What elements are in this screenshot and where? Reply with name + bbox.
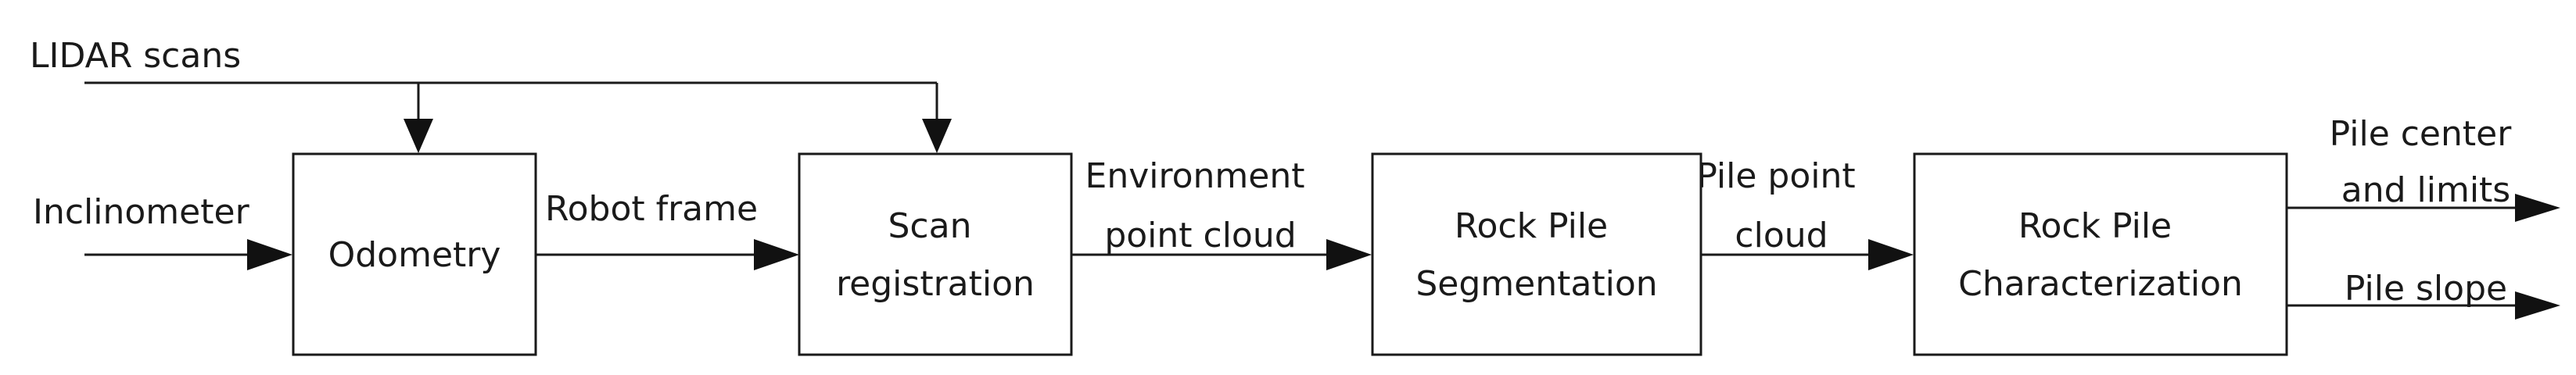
label-pile-point-cloud: Pile point cloud	[1696, 156, 1866, 255]
block-rock-pile-segmentation-line-1: Rock Pile	[1455, 206, 1608, 246]
label-lidar-scans: LIDAR scans	[30, 36, 241, 76]
block-scan-registration-line-1: Scan	[888, 206, 972, 246]
block-scan-registration-line-2: registration	[836, 264, 1035, 304]
block-rock-pile-segmentation-label: Rock Pile Segmentation	[1415, 206, 1657, 304]
pile-point-cloud-arrowhead	[1868, 239, 1914, 270]
lidar-to-odometry-arrowhead	[404, 119, 433, 153]
label-environment-point-cloud: Environment point cloud	[1085, 156, 1316, 255]
block-rock-pile-characterization-line-2: Characterization	[1958, 264, 2243, 304]
block-rock-pile-segmentation-line-2: Segmentation	[1415, 264, 1657, 304]
block-rock-pile-characterization-line-1: Rock Pile	[2018, 206, 2172, 246]
pile-center-and-limits-arrowhead	[2515, 194, 2560, 222]
inclinometer-arrowhead	[247, 239, 292, 270]
block-scan-registration-label: Scan registration	[836, 206, 1035, 304]
block-odometry	[292, 152, 537, 356]
label-pile-center-and-limits: Pile center and limits	[2330, 114, 2523, 210]
label-environment-point-cloud-line-1: Environment	[1085, 156, 1305, 196]
label-pile-slope: Pile slope	[2345, 269, 2507, 309]
pile-slope-arrowhead	[2515, 291, 2560, 320]
robot-frame-arrowhead	[754, 239, 799, 270]
label-pile-center-and-limits-line-2: and limits	[2341, 170, 2510, 210]
block-scan-registration	[798, 152, 1073, 356]
lidar-to-registration-arrowhead	[922, 119, 952, 153]
block-odometry-label: Odometry	[328, 235, 501, 275]
label-inclinometer: Inclinometer	[33, 192, 250, 232]
label-robot-frame: Robot frame	[545, 189, 758, 229]
label-pile-center-and-limits-line-1: Pile center	[2330, 114, 2513, 154]
block-rock-pile-segmentation	[1371, 152, 1702, 356]
label-environment-point-cloud-line-2: point cloud	[1104, 216, 1296, 255]
block-rock-pile-characterization-label: Rock Pile Characterization	[1958, 206, 2243, 304]
block-rock-pile-characterization	[1913, 152, 2288, 356]
label-pile-point-cloud-line-1: Pile point	[1696, 156, 1855, 196]
environment-point-cloud-arrowhead	[1326, 239, 1372, 270]
label-pile-point-cloud-line-2: cloud	[1735, 216, 1828, 255]
